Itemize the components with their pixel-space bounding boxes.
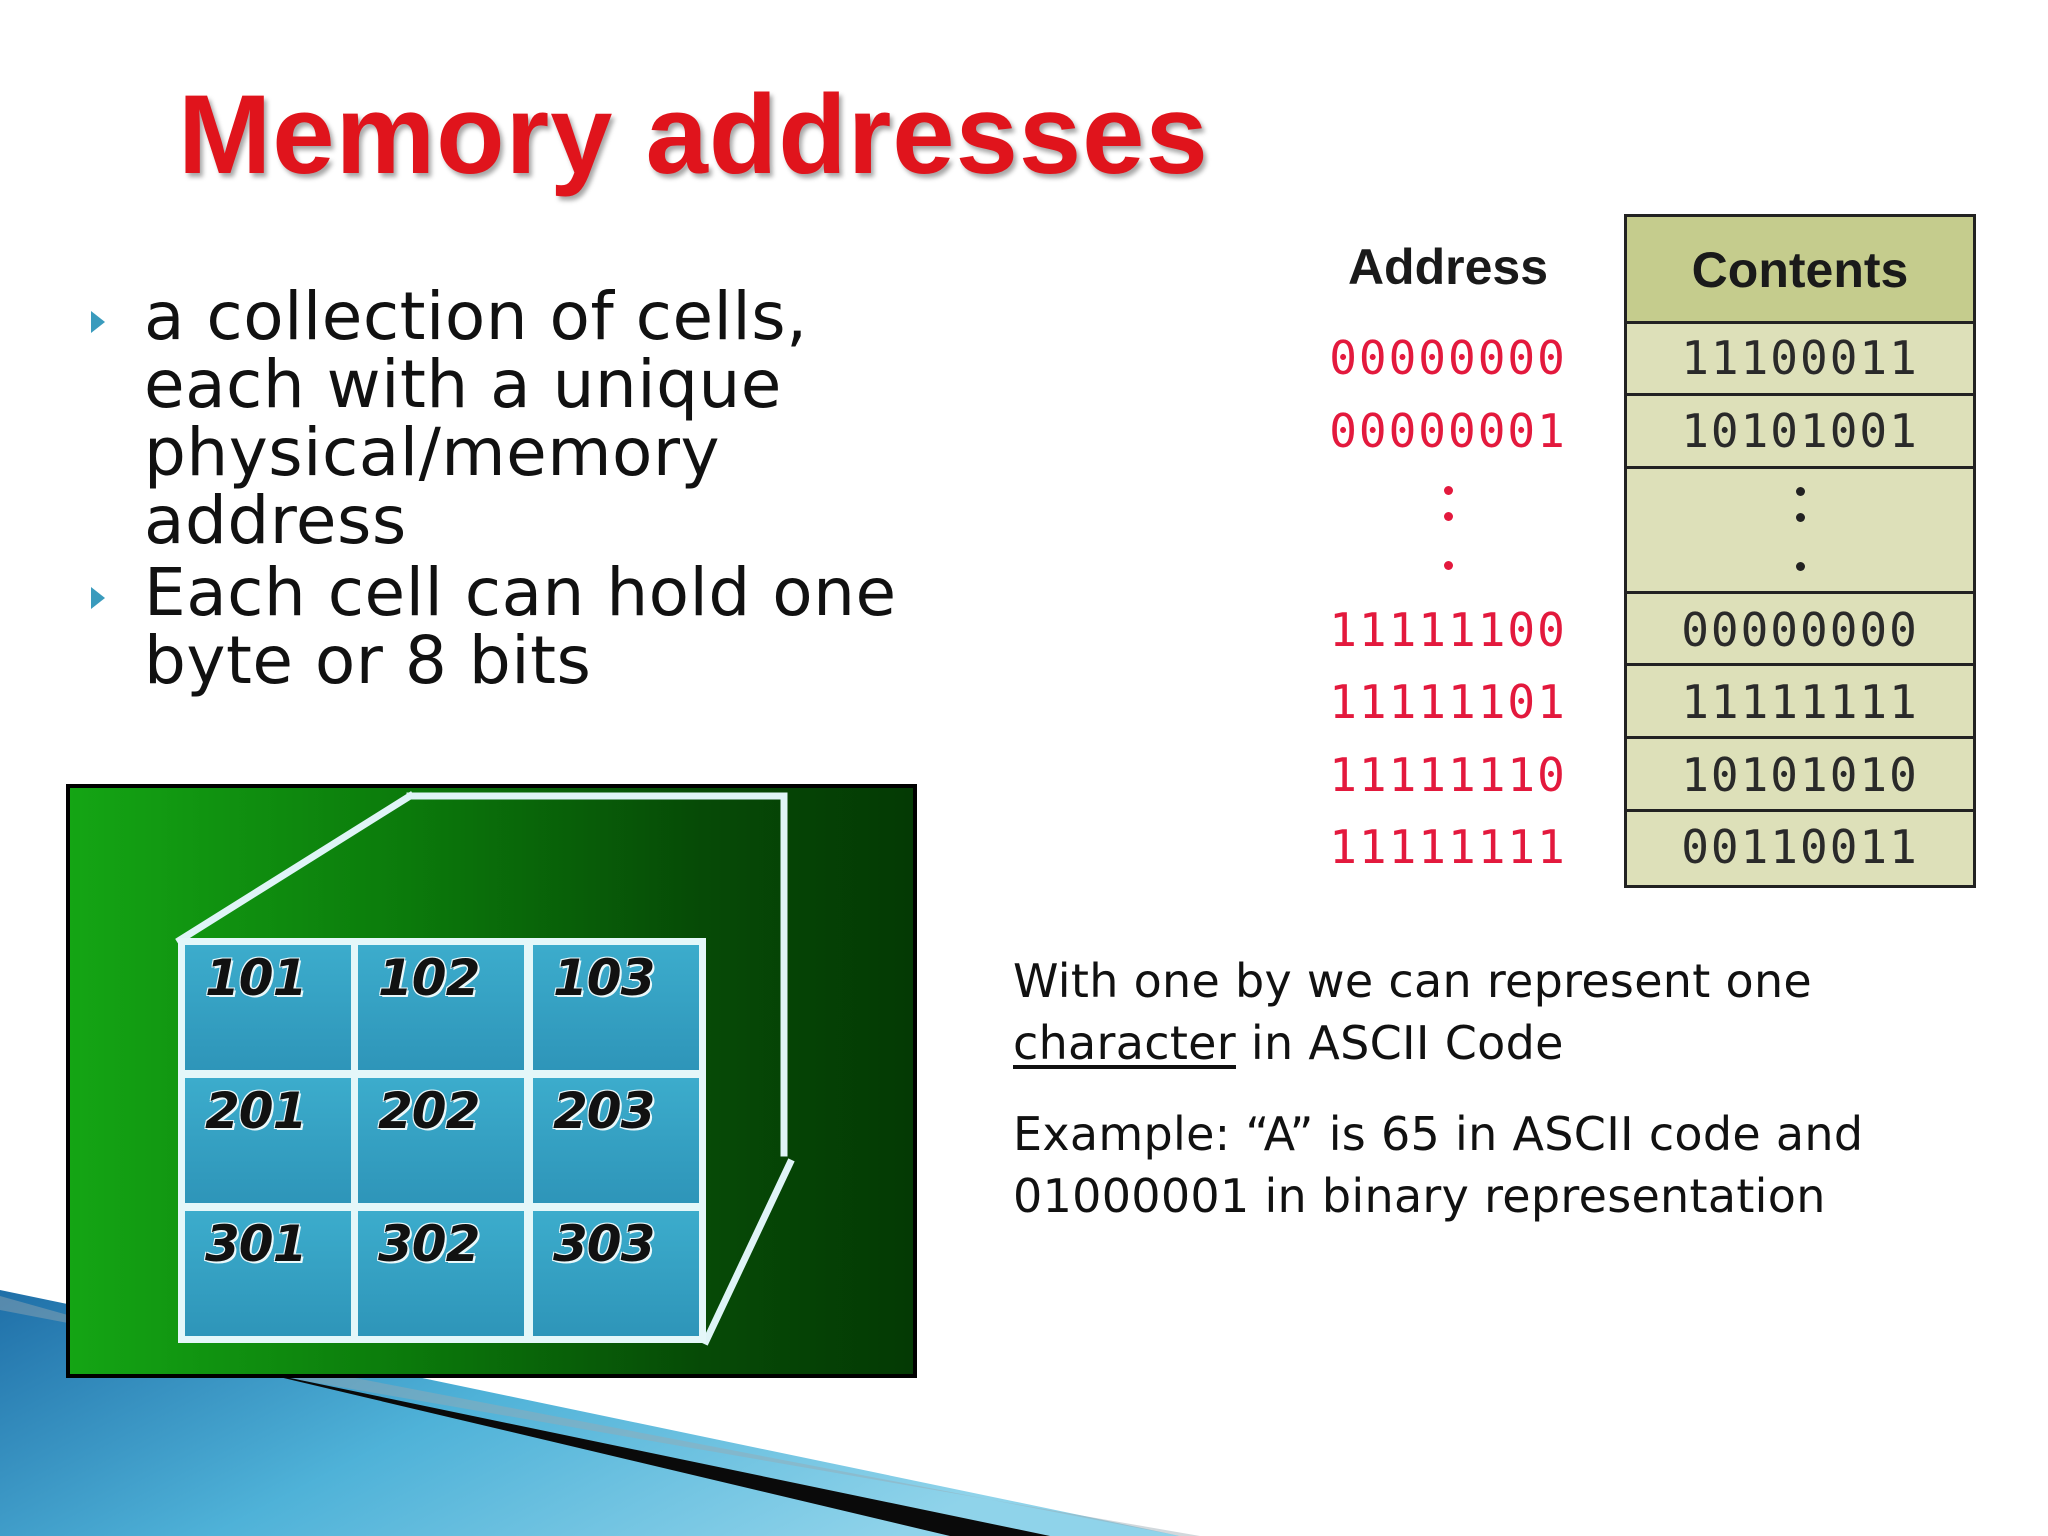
bullet-list: a collection of cells, each with a uniqu… (82, 283, 962, 699)
row-divider (1627, 393, 1973, 396)
memory-cell: 103 (533, 945, 699, 1070)
contents-value: 10101001 (1681, 404, 1919, 458)
bullet-arrow-icon (91, 311, 105, 333)
address-value: 11111110 (1329, 748, 1567, 802)
memory-cell: 202 (358, 1078, 524, 1203)
contents-value: 10101010 (1681, 748, 1919, 802)
bullet-text: a collection of cells, each with a uniqu… (144, 278, 808, 559)
row-divider (1627, 809, 1973, 812)
example-line-1: Example: “A” is 65 in ASCII code and (1013, 1107, 1864, 1161)
cell-address: 202 (378, 1082, 480, 1140)
memory-cell: 303 (533, 1211, 699, 1336)
cell-address: 201 (205, 1082, 307, 1140)
contents-value: 11111111 (1681, 675, 1919, 729)
row-divider (1627, 736, 1973, 739)
bullet-item: Each cell can hold one byte or 8 bits (82, 559, 962, 695)
contents-header-cell: Contents (1627, 217, 1973, 324)
row-divider (1627, 591, 1973, 594)
address-value: 00000000 (1329, 331, 1567, 385)
memory-cell: 102 (358, 945, 524, 1070)
example-line-2: 01000001 in binary representation (1013, 1169, 1826, 1223)
cell-address: 102 (378, 949, 480, 1007)
cell-address: 101 (205, 949, 307, 1007)
underlined-word: character (1013, 1016, 1236, 1070)
ellipsis-dot (1444, 561, 1453, 570)
memory-cell: 302 (358, 1211, 524, 1336)
slide-title: Memory addresses (178, 72, 1209, 197)
ellipsis-dot (1796, 562, 1805, 571)
contents-value: 11100011 (1681, 331, 1919, 385)
address-value: 11111111 (1329, 820, 1567, 874)
contents-value: 00000000 (1681, 603, 1919, 657)
memory-cell: 301 (185, 1211, 351, 1336)
ellipsis-dot (1444, 512, 1453, 521)
memory-table: Address Contents 11100011 10101001 00000… (1320, 214, 1980, 888)
bullet-item: a collection of cells, each with a uniqu… (82, 283, 962, 555)
bullet-text: Each cell can hold one byte or 8 bits (144, 554, 897, 699)
cell-address: 303 (553, 1215, 655, 1273)
cell-address: 203 (553, 1082, 655, 1140)
memory-cell-grid: 101 102 103 201 202 203 301 302 303 (178, 938, 706, 1343)
cell-address: 301 (205, 1215, 307, 1273)
address-header: Address (1347, 239, 1549, 295)
box-wireframe (175, 791, 795, 1346)
ellipsis-dot (1444, 486, 1453, 495)
ascii-line-2-rest: in ASCII Code (1235, 1016, 1564, 1070)
contents-column: Contents 11100011 10101001 00000000 1111… (1624, 214, 1976, 888)
ellipsis-dot (1796, 513, 1805, 522)
memory-cells-illustration: 101 102 103 201 202 203 301 302 303 (66, 784, 917, 1378)
ascii-line-1: With one by we can represent one (1013, 954, 1813, 1008)
example-paragraph: Example: “A” is 65 in ASCII code and 010… (1013, 1103, 1973, 1227)
contents-value: 00110011 (1681, 820, 1919, 874)
contents-header: Contents (1691, 242, 1909, 298)
bullet-arrow-icon (91, 587, 105, 609)
memory-cell: 101 (185, 945, 351, 1070)
row-divider (1627, 663, 1973, 666)
memory-cell: 201 (185, 1078, 351, 1203)
ellipsis-dot (1796, 487, 1805, 496)
address-value: 11111101 (1329, 675, 1567, 729)
cell-address: 302 (378, 1215, 480, 1273)
row-divider (1627, 466, 1973, 469)
ascii-line-2: character in ASCII Code (1013, 1012, 1973, 1074)
ascii-paragraph: With one by we can represent one charact… (1013, 950, 1973, 1074)
address-value: 11111100 (1329, 603, 1567, 657)
address-value: 00000001 (1329, 404, 1567, 458)
memory-cell: 203 (533, 1078, 699, 1203)
cell-address: 103 (553, 949, 655, 1007)
